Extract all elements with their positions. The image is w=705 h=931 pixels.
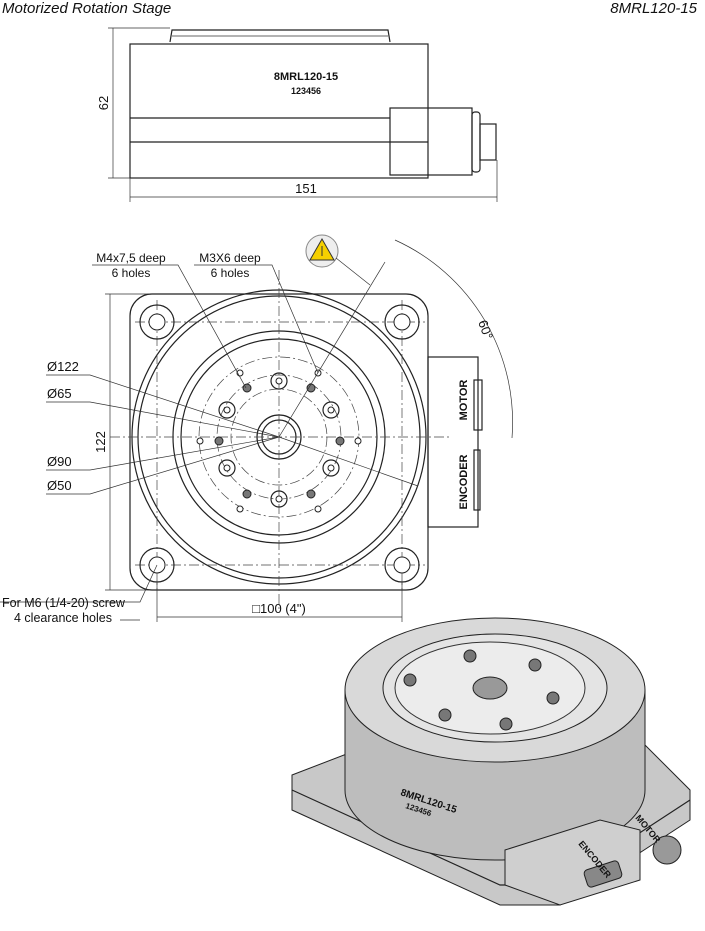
dim-top-height: 122: [93, 431, 108, 453]
callout-m4-count: 6 holes: [112, 266, 151, 280]
side-label-model: 8MRL120-15: [274, 71, 338, 83]
counterbore-holes: [218, 372, 340, 508]
callout-m3: M3X6 deep: [199, 251, 261, 265]
callout-m4: M4x7,5 deep: [96, 251, 166, 265]
threaded-holes: [196, 369, 362, 513]
screw-note: For M6 (1/4-20) screw: [2, 596, 126, 610]
screw-note-count: 4 clearance holes: [14, 611, 112, 625]
dia-65-label: Ø65: [47, 386, 72, 401]
dia-90-label: Ø90: [47, 454, 72, 469]
mounting-holes: [139, 304, 420, 583]
drawing-title: Motorized Rotation Stage: [2, 0, 172, 17]
iso-view: 8MRL120-15 123456 ENCODER MOTOR: [291, 617, 691, 906]
connector-motor: MOTOR: [458, 380, 470, 421]
connector-encoder: ENCODER: [458, 454, 470, 509]
side-view: 8MRL120-15 123456 62 151: [96, 27, 498, 202]
angle-label: 60°: [475, 318, 496, 342]
dim-side-width: 151: [295, 181, 317, 196]
side-label-serial: 123456: [291, 86, 321, 96]
model-number: 8MRL120-15: [610, 0, 697, 17]
dim-square: □100 (4"): [252, 601, 306, 616]
dia-50-label: Ø50: [47, 478, 72, 493]
callout-m3-count: 6 holes: [211, 266, 250, 280]
dia-122-label: Ø122: [47, 359, 79, 374]
dim-side-height: 62: [96, 96, 111, 110]
warning-icon: [305, 234, 371, 286]
top-view: M4x7,5 deep 6 holes M3X6 deep 6 holes Ø1…: [0, 234, 513, 625]
